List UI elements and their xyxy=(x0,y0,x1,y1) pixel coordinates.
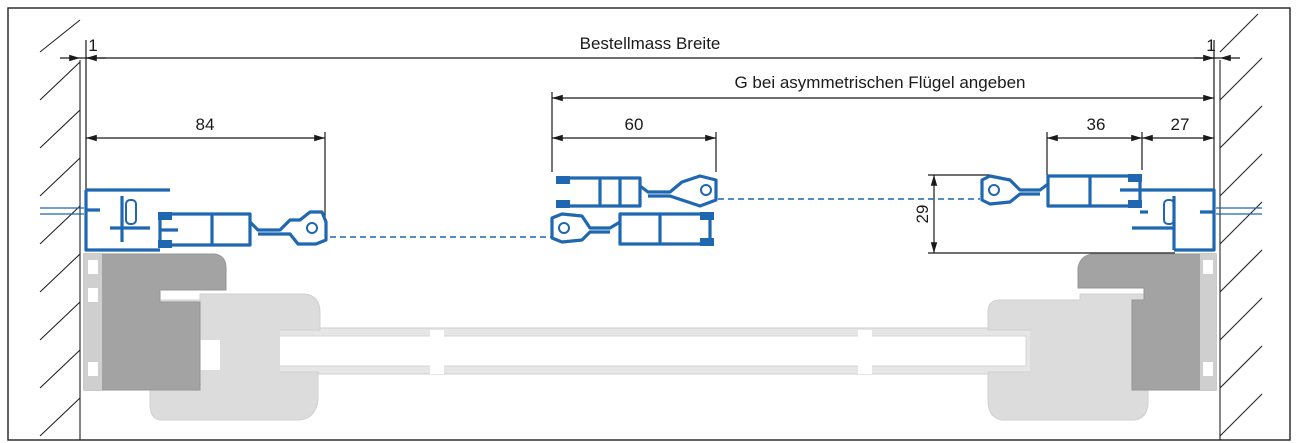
sash-dashed-lines xyxy=(330,198,980,238)
left-sash-profile xyxy=(158,210,328,248)
left-frame-profile xyxy=(40,188,170,252)
left-gap-label: 1 xyxy=(88,36,97,55)
asym-note-label: G bei asymmetrischen Flügel angeben xyxy=(734,73,1025,92)
dim-84-label: 84 xyxy=(196,115,215,134)
right-frame-profile xyxy=(1132,188,1262,252)
dim-29 xyxy=(928,174,1175,254)
dim-27-label: 27 xyxy=(1171,115,1190,134)
right-sash-frame-light xyxy=(987,293,1149,421)
right-wall-hatch xyxy=(1219,13,1263,440)
dim-60-label: 60 xyxy=(625,115,644,134)
asym-dimension xyxy=(551,92,1214,172)
dim-60 xyxy=(552,132,717,172)
overall-width-label: Bestellmass Breite xyxy=(580,34,721,53)
left-wall-hatch xyxy=(39,19,81,440)
center-sash-bottom-profile xyxy=(550,212,714,246)
dim-84 xyxy=(86,132,326,218)
right-sash-profile xyxy=(980,174,1142,208)
drawing-border xyxy=(7,7,1291,441)
dim-36-27 xyxy=(1046,132,1214,175)
dim-29-label: 29 xyxy=(913,205,932,224)
right-gap-label: 1 xyxy=(1206,36,1215,55)
left-frame-dark xyxy=(83,253,227,391)
center-sash-top-profile xyxy=(556,174,718,208)
right-frame-dark xyxy=(1077,253,1217,391)
glazing-panel xyxy=(267,327,1034,375)
dim-36-label: 36 xyxy=(1087,115,1106,134)
overall-width-dimension xyxy=(60,40,1240,200)
